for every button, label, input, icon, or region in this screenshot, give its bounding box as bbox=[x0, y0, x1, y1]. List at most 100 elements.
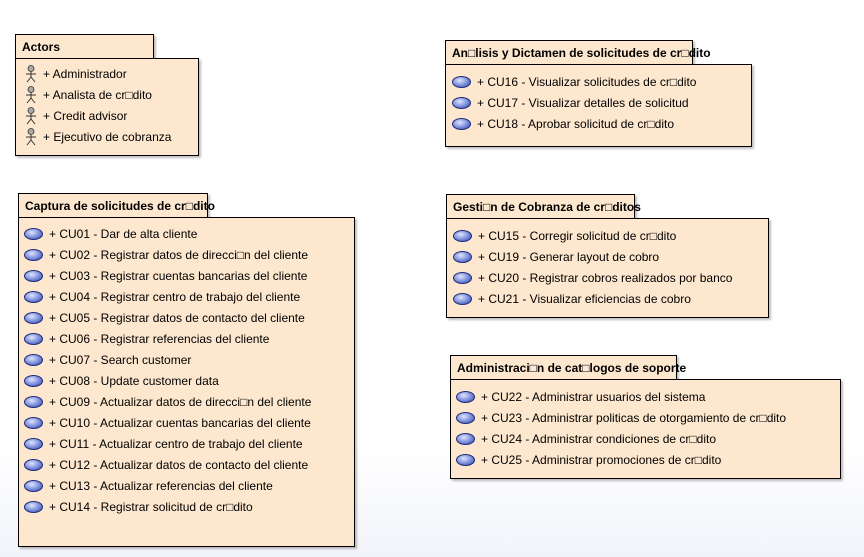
usecase-item[interactable]: + CU22 - Administrar usuarios del sistem… bbox=[456, 386, 786, 407]
usecase-icon bbox=[24, 395, 43, 408]
usecase-item[interactable]: + CU20 - Registrar cobros realizados por… bbox=[453, 267, 732, 288]
actor-label: + Credit advisor bbox=[43, 108, 128, 123]
usecase-label: + CU04 - Registrar centro de trabajo del… bbox=[49, 289, 301, 304]
package-title: Administraci□n de cat□logos de soporte bbox=[457, 361, 687, 375]
usecase-item[interactable]: + CU08 - Update customer data bbox=[24, 370, 311, 391]
usecase-item[interactable]: + CU10 - Actualizar cuentas bancarias de… bbox=[24, 412, 311, 433]
usecase-icon bbox=[24, 227, 43, 240]
usecase-item[interactable]: + CU02 - Registrar datos de direcci□n de… bbox=[24, 244, 311, 265]
usecase-label: + CU09 - Actualizar datos de direcci□n d… bbox=[49, 394, 312, 409]
usecase-icon bbox=[24, 353, 43, 366]
usecase-label: + CU17 - Visualizar detalles de solicitu… bbox=[477, 95, 689, 110]
usecase-item[interactable]: + CU16 - Visualizar solicitudes de cr□di… bbox=[452, 71, 696, 92]
usecase-icon bbox=[453, 229, 472, 242]
package-title: Actors bbox=[22, 40, 61, 54]
usecase-label: + CU18 - Aprobar solicitud de cr□dito bbox=[477, 116, 675, 131]
usecase-item[interactable]: + CU17 - Visualizar detalles de solicitu… bbox=[452, 92, 696, 113]
actor-item[interactable]: + Credit advisor bbox=[25, 105, 171, 126]
package-body: + CU22 - Administrar usuarios del sistem… bbox=[450, 379, 841, 479]
usecase-icon bbox=[24, 437, 43, 450]
usecase-icon bbox=[453, 250, 472, 263]
usecase-icon bbox=[453, 292, 472, 305]
usecase-icon bbox=[456, 432, 475, 445]
usecase-item[interactable]: + CU05 - Registrar datos de contacto del… bbox=[24, 307, 311, 328]
actor-item[interactable]: + Ejecutivo de cobranza bbox=[25, 126, 171, 147]
actor-icon bbox=[26, 64, 36, 82]
usecase-label: + CU06 - Registrar referencias del clien… bbox=[49, 331, 270, 346]
package-title: Captura de solicitudes de cr□dito bbox=[25, 199, 215, 213]
actor-icon bbox=[26, 127, 36, 145]
usecase-label: + CU15 - Corregir solicitud de cr□dito bbox=[478, 228, 677, 243]
usecase-item[interactable]: + CU11 - Actualizar centro de trabajo de… bbox=[24, 433, 311, 454]
usecase-label: + CU07 - Search customer bbox=[49, 352, 192, 367]
usecase-item[interactable]: + CU14 - Registrar solicitud de cr□dito bbox=[24, 496, 311, 517]
usecase-label: + CU08 - Update customer data bbox=[49, 373, 219, 388]
usecase-icon bbox=[24, 458, 43, 471]
package-body: + CU01 - Dar de alta cliente + CU02 - Re… bbox=[18, 217, 355, 547]
usecase-label: + CU14 - Registrar solicitud de cr□dito bbox=[49, 499, 253, 514]
usecase-list: + CU01 - Dar de alta cliente + CU02 - Re… bbox=[24, 223, 311, 517]
usecase-icon bbox=[453, 271, 472, 284]
actor-item[interactable]: + Administrador bbox=[25, 63, 171, 84]
usecase-label: + CU16 - Visualizar solicitudes de cr□di… bbox=[477, 74, 697, 89]
actor-label: + Ejecutivo de cobranza bbox=[43, 129, 172, 144]
usecase-label: + CU11 - Actualizar centro de trabajo de… bbox=[49, 436, 303, 451]
usecase-label: + CU21 - Visualizar eficiencias de cobro bbox=[478, 291, 691, 306]
actor-label: + Administrador bbox=[43, 66, 127, 81]
usecase-item[interactable]: + CU25 - Administrar promociones de cr□d… bbox=[456, 449, 786, 470]
usecase-label: + CU20 - Registrar cobros realizados por… bbox=[478, 270, 733, 285]
usecase-item[interactable]: + CU23 - Administrar politicas de otorga… bbox=[456, 407, 786, 428]
package-body: + Administrador + Analista de cr□dito + … bbox=[15, 58, 199, 156]
usecase-icon bbox=[24, 269, 43, 282]
usecase-label: + CU25 - Administrar promociones de cr□d… bbox=[481, 452, 722, 467]
usecase-item[interactable]: + CU06 - Registrar referencias del clien… bbox=[24, 328, 311, 349]
usecase-label: + CU05 - Registrar datos de contacto del… bbox=[49, 310, 305, 325]
usecase-item[interactable]: + CU15 - Corregir solicitud de cr□dito bbox=[453, 225, 732, 246]
usecase-item[interactable]: + CU03 - Registrar cuentas bancarias del… bbox=[24, 265, 311, 286]
package-tab: An□lisis y Dictamen de solicitudes de cr… bbox=[445, 40, 711, 65]
usecase-icon bbox=[24, 479, 43, 492]
package-title: An□lisis y Dictamen de solicitudes de cr… bbox=[452, 46, 711, 60]
actor-icon bbox=[26, 85, 36, 103]
usecase-icon bbox=[24, 416, 43, 429]
usecase-icon bbox=[24, 311, 43, 324]
package-body: + CU16 - Visualizar solicitudes de cr□di… bbox=[445, 64, 752, 147]
package-tab: Captura de solicitudes de cr□dito bbox=[18, 193, 215, 218]
usecase-icon bbox=[24, 290, 43, 303]
usecase-label: + CU19 - Generar layout de cobro bbox=[478, 249, 660, 264]
package-tab: Administraci□n de cat□logos de soporte bbox=[450, 355, 686, 380]
usecase-icon bbox=[456, 411, 475, 424]
usecase-icon bbox=[24, 500, 43, 513]
usecase-item[interactable]: + CU21 - Visualizar eficiencias de cobro bbox=[453, 288, 732, 309]
usecase-item[interactable]: + CU24 - Administrar condiciones de cr□d… bbox=[456, 428, 786, 449]
usecase-label: + CU24 - Administrar condiciones de cr□d… bbox=[481, 431, 717, 446]
actor-list: + Administrador + Analista de cr□dito + … bbox=[25, 63, 171, 147]
usecase-item[interactable]: + CU07 - Search customer bbox=[24, 349, 311, 370]
usecase-icon bbox=[452, 117, 471, 130]
actor-label: + Analista de cr□dito bbox=[43, 87, 152, 102]
package-body: + CU15 - Corregir solicitud de cr□dito +… bbox=[446, 218, 769, 318]
package-title: Gesti□n de Cobranza de cr□ditos bbox=[453, 200, 641, 214]
usecase-icon bbox=[24, 374, 43, 387]
usecase-item[interactable]: + CU04 - Registrar centro de trabajo del… bbox=[24, 286, 311, 307]
package-tab: Gesti□n de Cobranza de cr□ditos bbox=[446, 194, 641, 219]
usecase-label: + CU01 - Dar de alta cliente bbox=[49, 226, 198, 241]
usecase-icon bbox=[24, 248, 43, 261]
usecase-icon bbox=[456, 390, 475, 403]
usecase-label: + CU23 - Administrar politicas de otorga… bbox=[481, 410, 787, 425]
usecase-icon bbox=[456, 453, 475, 466]
usecase-item[interactable]: + CU19 - Generar layout de cobro bbox=[453, 246, 732, 267]
usecase-label: + CU02 - Registrar datos de direcci□n de… bbox=[49, 247, 309, 262]
usecase-item[interactable]: + CU12 - Actualizar datos de contacto de… bbox=[24, 454, 311, 475]
package-tab: Actors bbox=[15, 34, 154, 59]
actor-item[interactable]: + Analista de cr□dito bbox=[25, 84, 171, 105]
usecase-label: + CU22 - Administrar usuarios del sistem… bbox=[481, 389, 706, 404]
actor-icon bbox=[26, 106, 36, 124]
usecase-icon bbox=[452, 75, 471, 88]
usecase-item[interactable]: + CU01 - Dar de alta cliente bbox=[24, 223, 311, 244]
usecase-item[interactable]: + CU09 - Actualizar datos de direcci□n d… bbox=[24, 391, 311, 412]
usecase-label: + CU03 - Registrar cuentas bancarias del… bbox=[49, 268, 308, 283]
usecase-list: + CU15 - Corregir solicitud de cr□dito +… bbox=[453, 225, 732, 309]
usecase-item[interactable]: + CU18 - Aprobar solicitud de cr□dito bbox=[452, 113, 696, 134]
usecase-item[interactable]: + CU13 - Actualizar referencias del clie… bbox=[24, 475, 311, 496]
